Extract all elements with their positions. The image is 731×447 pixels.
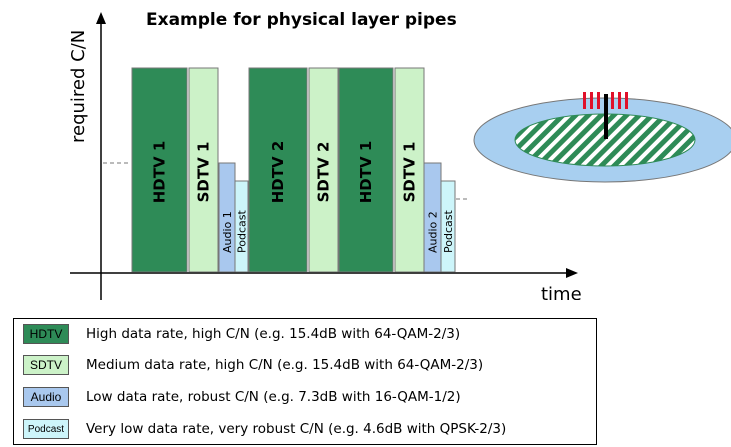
legend-chip-sdtv: SDTV xyxy=(23,355,69,375)
plp-bar-label: SDTV 1 xyxy=(195,142,213,203)
plp-bar-hdtv xyxy=(338,67,394,273)
plp-bar-label: Audio 2 xyxy=(427,211,440,253)
legend-desc-podcast: Very low data rate, very robust C/N (e.g… xyxy=(86,421,507,437)
axes xyxy=(70,12,578,300)
x-axis-arrow xyxy=(566,268,578,278)
plp-bar-sdtv xyxy=(308,67,339,273)
legend-row-podcast: Podcast Very low data rate, very robust … xyxy=(14,417,596,443)
plp-bar-label: SDTV 2 xyxy=(315,142,333,203)
plp-bar-label: Podcast xyxy=(236,210,249,253)
plp-bar-podcast xyxy=(234,180,249,273)
legend-row-sdtv: SDTV Medium data rate, high C/N (e.g. 15… xyxy=(14,353,596,379)
plp-bar-label: Podcast xyxy=(442,210,455,253)
diagram-title: Example for physical layer pipes xyxy=(146,10,457,30)
plp-bar-label: Audio 1 xyxy=(221,211,234,253)
legend-chip-hdtv: HDTV xyxy=(23,324,69,344)
plp-bar-podcast xyxy=(440,180,456,273)
plp-bar-label: SDTV 1 xyxy=(401,142,419,203)
legend-chip-podcast: Podcast xyxy=(23,419,69,439)
plp-bar-hdtv xyxy=(131,67,188,273)
plp-diagram: Example for physical layer pipes require… xyxy=(68,10,731,300)
legend-row-hdtv: HDTV High data rate, high C/N (e.g. 15.4… xyxy=(14,322,596,348)
plp-bar-label: HDTV 1 xyxy=(357,141,375,204)
legend-desc-sdtv: Medium data rate, high C/N (e.g. 15.4dB … xyxy=(86,357,484,373)
legend: HDTV High data rate, high C/N (e.g. 15.4… xyxy=(13,318,597,445)
y-axis-label: required C/N xyxy=(68,30,89,143)
y-axis-arrow xyxy=(96,12,106,24)
x-axis-label: time xyxy=(541,284,582,300)
coverage-area-illustration xyxy=(473,92,731,183)
plp-bar-sdtv xyxy=(188,67,219,273)
legend-chip-audio: Audio xyxy=(23,387,69,407)
legend-row-audio: Audio Low data rate, robust C/N (e.g. 7.… xyxy=(14,385,596,411)
legend-desc-hdtv: High data rate, high C/N (e.g. 15.4dB wi… xyxy=(86,326,461,342)
antenna-icon xyxy=(583,92,628,139)
plp-bar-hdtv xyxy=(248,67,308,273)
plp-bar-label: HDTV 2 xyxy=(269,141,287,204)
legend-desc-audio: Low data rate, robust C/N (e.g. 7.3dB wi… xyxy=(86,389,461,405)
plp-bar-label: HDTV 1 xyxy=(151,141,169,204)
